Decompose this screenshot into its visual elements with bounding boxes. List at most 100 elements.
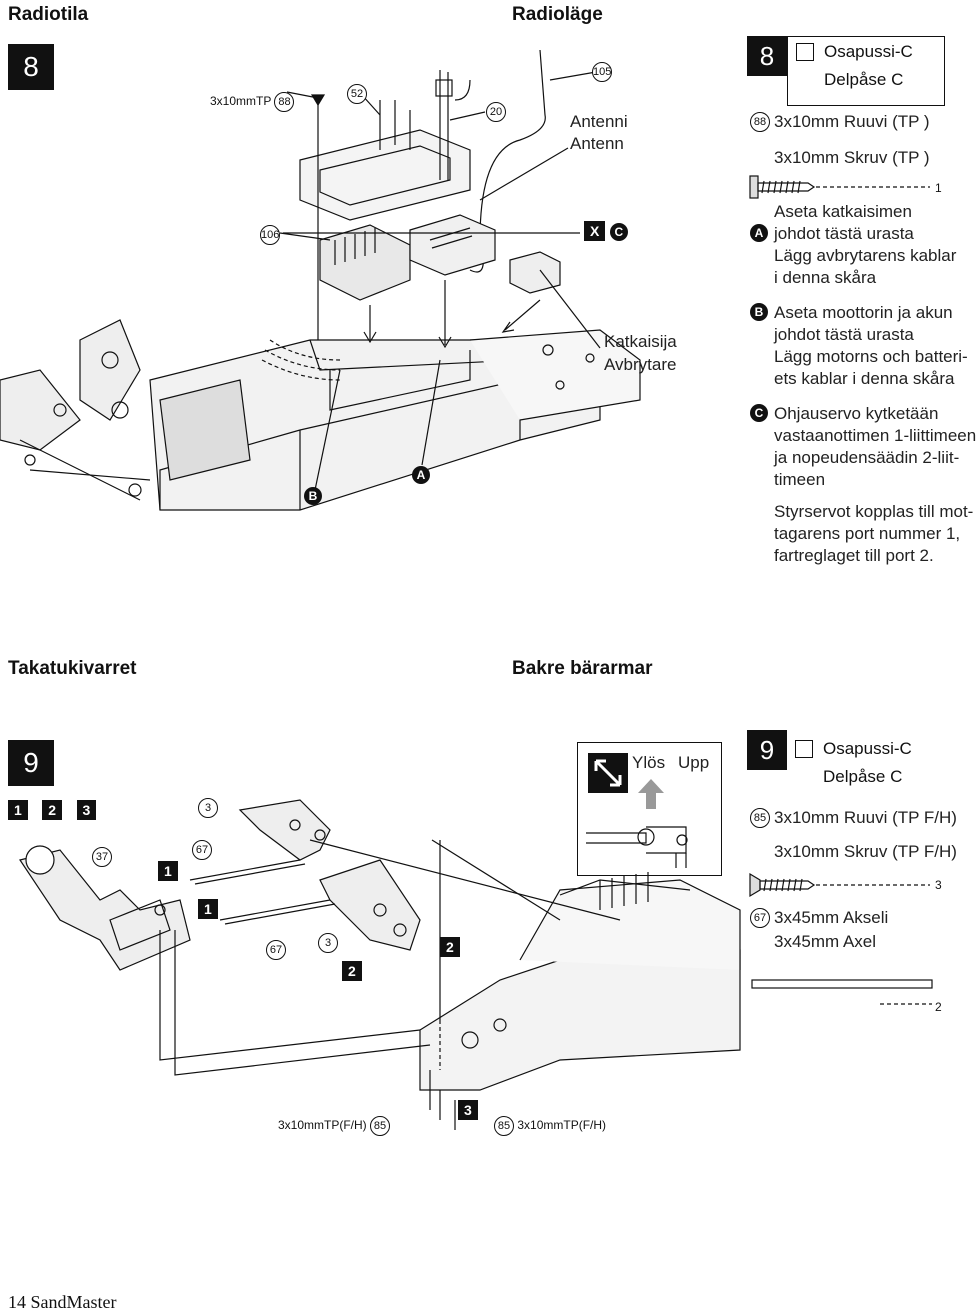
screw-tag-text: 3x10mmTP [210,94,272,108]
part-number-106: 106 [260,225,280,245]
parts-bag-box: Osapussi-C Delpåse C [787,36,945,106]
part-number-20: 20 [486,102,506,122]
seq-step-3: 3 [76,800,97,820]
up-label-sv: Upp [678,753,710,772]
part-number-3-top: 3 [198,798,218,818]
screw-fh-icon [749,872,930,898]
part-number-85-right: 85 [494,1116,514,1136]
note-c-sv-line-1: Styrservot kopplas till mot- [774,502,974,521]
note-c-line-2: vastaanottimen 1-liittimeen [774,426,976,445]
part-number-67-top: 67 [192,840,212,860]
screw85-desc-sv: 3x10mm Skruv (TP F/H) [774,842,957,861]
screw85-quantity: 3 [935,878,942,892]
up-label-fi: Ylös [632,753,666,772]
section2-heading-fi: Takatukivarret [8,658,137,679]
part-callout-3-top: 3 [198,798,218,818]
note-c-sv-line-3: fartreglaget till port 2. [774,546,934,565]
step-number-box-right: 8 [747,36,787,76]
note-a-line-3: Lägg avbrytarens kablar [774,246,957,265]
a-callout: A [412,466,430,484]
antenna-label-fi: Antenni [570,112,628,131]
section-heading-sv: Radioläge [512,4,603,25]
seq-tag-2a-label: 2 [440,937,460,957]
seq-tag-3-label: 3 [458,1100,478,1120]
bag9-label-fi: Osapussi-C [823,739,912,758]
note-c-sv-line-2: tagarens port nummer 1, [774,524,961,543]
step-number-box: 8 [8,44,54,90]
seq-tag-1a: 1 [158,861,178,881]
switch-label-fi: Katkaisija [604,332,677,351]
sequence-tags: 1 2 3 [8,800,97,820]
part-callout-20: 20 [486,102,506,122]
b-callout: B [304,487,322,505]
axle-icon [751,979,933,1005]
xc-callout: X C [584,221,628,241]
seq-tag-2b: 2 [342,961,362,981]
note-a-marker: A [750,224,768,242]
part-number-52: 52 [347,84,367,104]
part-number-37: 37 [92,847,112,867]
rear-arm-illustration [19,799,741,1130]
seq-tag-3: 3 [458,1100,478,1120]
radio-assembly-illustration [0,49,641,511]
screw-desc-fi: 3x10mm Ruuvi (TP ) [774,112,930,131]
screw-tag-88: 3x10mmTP 88 [210,92,295,112]
screw85-part-number: 85 [750,808,770,828]
part-number-105: 105 [592,62,612,82]
part-number-85-left: 85 [370,1116,391,1136]
a-marker: A [412,466,430,484]
section2-heading-sv: Bakre bärarmar [512,658,653,679]
orientation-box: Ylös Upp [577,742,722,876]
b-marker: B [304,487,322,505]
seq-step-1: 1 [8,800,28,820]
note-c-line-1: Ohjauservo kytketään [774,404,939,423]
note-a-line-4: i denna skåra [774,268,877,287]
screw-desc-sv: 3x10mm Skruv (TP ) [774,148,930,167]
screw-quantity: 1 [935,181,942,195]
page-footer: 14 SandMaster [8,1292,117,1312]
axle-desc-fi: 3x45mm Akseli [774,908,889,927]
bag9-label-sv: Delpåse C [823,767,903,786]
note-b-line-3: Lägg motorns och batteri- [774,347,968,366]
screw-part-number: 88 [750,112,770,132]
part-callout-67-top: 67 [192,840,212,860]
antenna-label-sv: Antenn [570,134,624,153]
screw-tag-left: 3x10mmTP(F/H) 85 [278,1116,391,1136]
note-c-marker: C [750,404,768,422]
part-callout-106: 106 [260,225,280,245]
section-heading-fi: Radiotila [8,4,89,25]
part-number-3-bottom: 3 [318,933,338,953]
note-b-line-4: ets kablar i denna skåra [774,369,955,388]
parts-bag-box-9: Osapussi-C Delpåse C [787,730,943,798]
bag-icon-9 [795,740,813,758]
note-c-line-4: timeen [774,470,826,489]
axle-part-number: 67 [750,908,770,928]
seq-step-2: 2 [42,800,63,820]
note-a-line-2: johdot tästä urasta [774,224,914,243]
screw-icon [749,175,930,199]
part-number-67-bottom: 67 [266,940,286,960]
bag-icon [796,43,814,61]
part-callout-37: 37 [92,847,112,867]
arm-detail-icon [586,826,688,868]
note-b-line-2: johdot tästä urasta [774,325,914,344]
part-callout-105: 105 [592,62,612,82]
part-callout-3-bottom: 3 [318,933,338,953]
bag-label-fi: Osapussi-C [824,42,913,61]
switch-label-sv: Avbrytare [604,355,677,374]
axle-desc-sv: 3x45mm Axel [774,932,877,951]
note-b-line-1: Aseta moottorin ja akun [774,303,953,322]
up-arrow-icon [638,779,664,809]
part-callout-67-bottom: 67 [266,940,286,960]
seq-tag-2a: 2 [440,937,460,957]
part-callout-52: 52 [347,84,367,104]
bag-label-sv: Delpåse C [824,70,904,89]
screw-tag-right-text: 3x10mmTP(F/H) [517,1118,607,1132]
screw-tag-right: 85 3x10mmTP(F/H) [494,1116,606,1136]
seq-tag-1b-label: 1 [198,899,218,919]
x-marker: X [584,221,606,241]
note-a-line-1: Aseta katkaisimen [774,202,912,221]
note-c-line-3: ja nopeudensäädin 2-liit- [774,448,960,467]
axle-quantity: 2 [935,1000,942,1014]
c-marker: C [609,223,628,241]
